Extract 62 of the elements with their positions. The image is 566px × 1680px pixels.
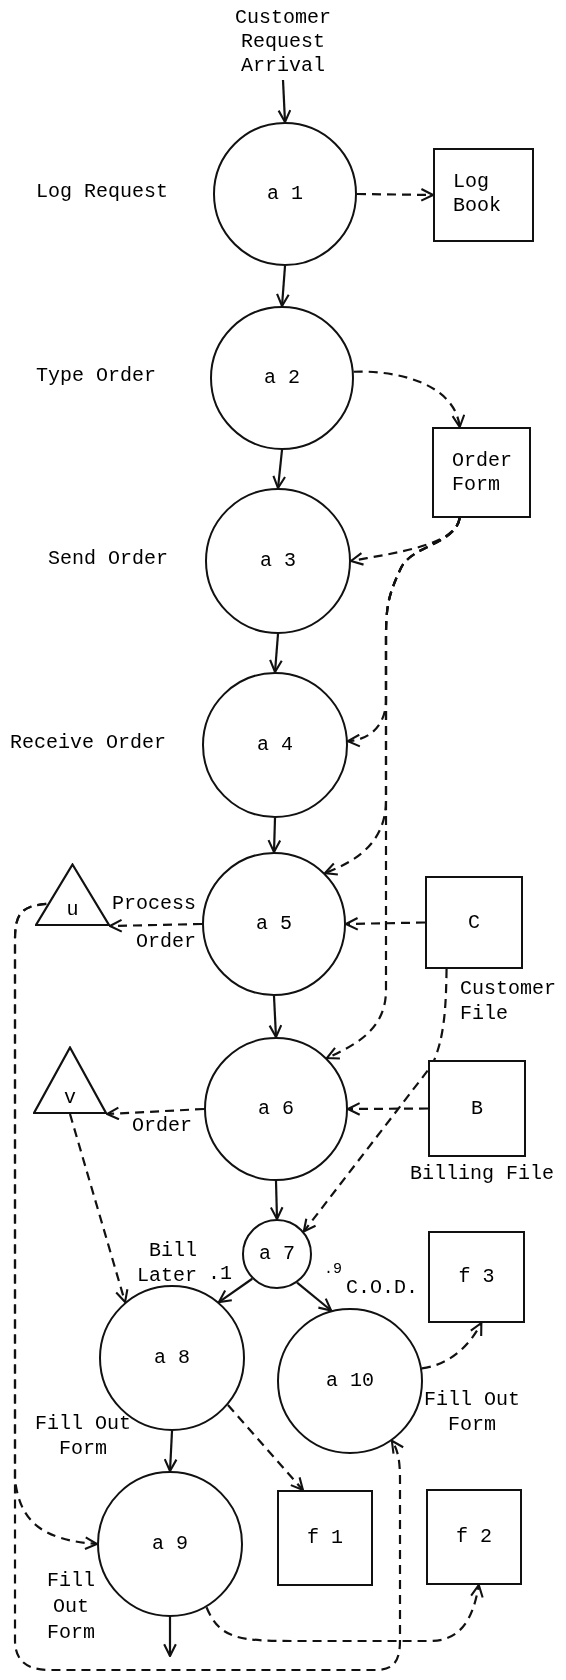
activity-number: a 8 <box>154 1346 190 1370</box>
file-box <box>277 1490 373 1586</box>
file-box <box>425 876 523 969</box>
activity-number: a 7 <box>259 1242 295 1266</box>
file-label: f 2 <box>456 1525 492 1549</box>
activity-number: a 4 <box>257 733 293 757</box>
input-label: Customer Request Arrival <box>227 6 339 80</box>
file-name: Billing File <box>410 1162 556 1186</box>
dashed-arrow <box>227 1404 304 1492</box>
dashed-arrow <box>108 918 203 933</box>
activity-number: a 6 <box>258 1097 294 1121</box>
arrow <box>217 1277 253 1304</box>
arrow <box>268 995 283 1039</box>
arrow <box>269 633 283 674</box>
file-box <box>428 1060 526 1157</box>
dashed-arrow <box>205 1583 484 1643</box>
activity-number: a 2 <box>264 366 300 390</box>
activity-number: a 9 <box>152 1532 188 1556</box>
arrow <box>276 265 290 308</box>
activity-name: Fill Out Form <box>423 1387 521 1437</box>
file-label: f 3 <box>458 1265 495 1289</box>
triangle-label: u <box>66 898 79 922</box>
arrow <box>163 1617 177 1658</box>
dashed-arrow <box>302 968 448 1233</box>
activity-name: Receive Order <box>10 731 168 755</box>
activity-name: Fill Out Form <box>46 1568 96 1646</box>
file-label: B <box>471 1096 483 1121</box>
dashed-arrow <box>353 370 464 429</box>
activity-name: Type Order <box>36 364 158 388</box>
activity-name: C.O.D. <box>346 1276 419 1300</box>
activity-number: a 5 <box>256 912 292 936</box>
triangle-label: v <box>64 1086 76 1110</box>
triangle-node <box>33 1046 107 1114</box>
file-box <box>432 427 531 518</box>
dashed-arrow <box>68 1113 129 1304</box>
activity-name: Bill Later <box>136 1238 197 1288</box>
file-name: Customer File <box>460 976 557 1026</box>
dashed-arrow <box>105 1106 205 1121</box>
arrow <box>269 1180 284 1221</box>
file-label: Log Book <box>453 170 502 218</box>
activity-name: Order <box>132 1114 193 1138</box>
activity-name: Log Request <box>36 180 170 204</box>
activity-name: Fill Out Form <box>34 1411 132 1461</box>
file-box <box>426 1489 522 1585</box>
activity-number: a 10 <box>326 1369 374 1393</box>
dashed-arrow <box>13 902 405 1672</box>
dashed-arrow <box>357 187 435 202</box>
arrow <box>163 1430 178 1473</box>
arrow <box>277 79 292 124</box>
activity-name: Process Order <box>111 891 196 955</box>
file-label: C <box>468 910 480 935</box>
arrow <box>272 449 287 490</box>
activity-number: a 1 <box>267 182 303 206</box>
activity-number: a 3 <box>260 549 296 573</box>
file-label: Order Form <box>452 449 513 497</box>
file-box <box>433 148 534 242</box>
arrow <box>267 817 282 854</box>
file-label: f 1 <box>307 1526 343 1550</box>
activity-name: Send Order <box>48 547 170 571</box>
dashed-arrow <box>325 517 461 1060</box>
triangle-node <box>35 863 110 926</box>
file-box <box>428 1231 525 1323</box>
